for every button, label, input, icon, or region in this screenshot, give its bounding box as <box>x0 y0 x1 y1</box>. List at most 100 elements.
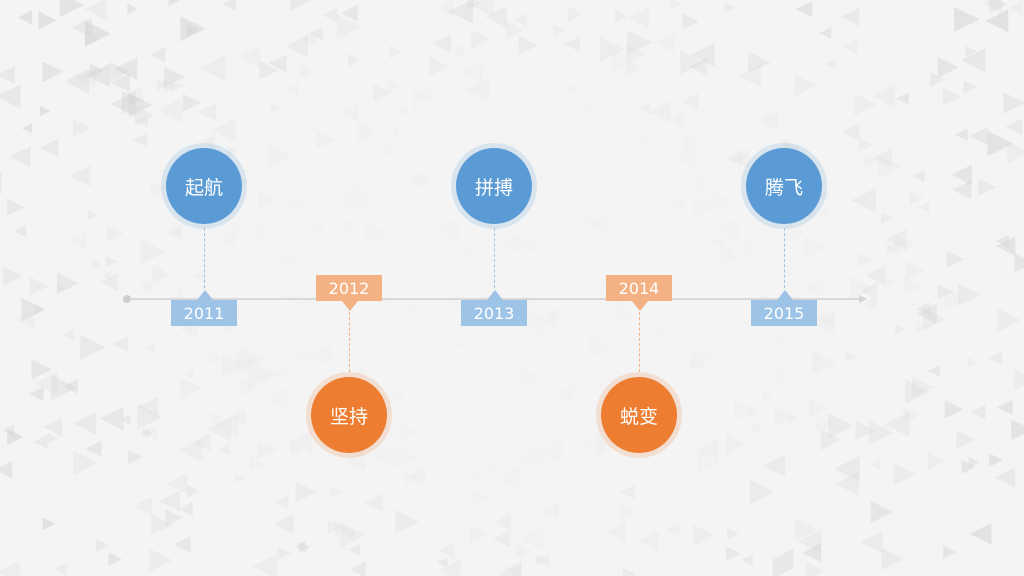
background-triangle <box>387 78 402 93</box>
background-triangle <box>596 431 622 457</box>
background-triangle <box>179 376 203 400</box>
background-triangle <box>140 239 166 265</box>
year-tag-pointer <box>777 290 793 300</box>
background-triangle <box>833 455 860 482</box>
background-triangle <box>132 132 147 148</box>
background-triangle <box>287 430 313 455</box>
background-triangle <box>191 268 207 284</box>
background-triangle <box>73 450 98 475</box>
background-triangle <box>39 105 51 117</box>
background-triangle <box>996 236 1016 256</box>
background-triangle <box>137 396 159 418</box>
background-triangle <box>471 29 491 50</box>
background-triangle <box>903 407 920 424</box>
background-triangle <box>368 211 379 222</box>
background-triangle <box>692 438 719 464</box>
background-triangle <box>192 433 211 452</box>
background-triangle <box>299 541 311 554</box>
milestone-title: 拼搏 <box>456 148 532 224</box>
background-triangle <box>811 311 835 335</box>
background-triangle <box>667 111 684 128</box>
background-triangle <box>626 44 646 64</box>
background-triangle <box>519 365 542 388</box>
background-triangle <box>416 86 435 105</box>
year-tag: 2014 <box>606 275 672 301</box>
background-triangle <box>336 13 362 40</box>
background-triangle <box>343 449 366 472</box>
milestone-connector <box>204 228 205 288</box>
background-triangle <box>267 143 293 169</box>
timeline-start-dot <box>123 295 131 303</box>
background-triangle <box>912 170 925 183</box>
background-triangle <box>489 352 514 377</box>
background-triangle <box>340 4 358 22</box>
background-triangle <box>431 34 451 53</box>
background-triangle <box>80 334 106 360</box>
year-tag-pointer <box>632 301 648 311</box>
background-triangle <box>29 386 44 402</box>
milestone-connector <box>349 312 350 372</box>
background-triangle <box>513 13 527 27</box>
background-triangle <box>681 92 699 110</box>
background-triangle <box>946 250 964 268</box>
milestone-title: 起航 <box>166 148 242 224</box>
background-triangle <box>178 288 190 300</box>
background-triangle <box>270 102 281 113</box>
background-triangle <box>343 528 355 540</box>
background-triangle <box>465 242 481 257</box>
background-triangle <box>904 277 923 296</box>
background-triangle <box>723 250 738 266</box>
background-triangle <box>149 548 173 572</box>
background-triangle <box>360 189 385 214</box>
background-triangle <box>369 444 393 467</box>
background-triangle <box>42 517 56 530</box>
background-triangle <box>605 521 626 542</box>
background-triangle <box>727 527 739 540</box>
background-triangle <box>168 0 180 7</box>
background-triangle <box>938 284 953 299</box>
background-triangle <box>249 456 266 472</box>
background-triangle <box>1008 1 1023 15</box>
background-triangle <box>274 495 289 509</box>
background-triangle <box>413 88 428 103</box>
background-triangle <box>99 406 124 431</box>
background-triangle <box>383 144 397 158</box>
background-triangle <box>670 0 684 11</box>
background-triangle <box>612 49 636 73</box>
background-triangle <box>395 509 420 534</box>
background-triangle <box>439 559 461 576</box>
background-triangle <box>53 562 68 576</box>
background-triangle <box>851 188 876 213</box>
background-triangle <box>242 346 265 369</box>
background-triangle <box>163 79 178 94</box>
background-triangle <box>0 461 13 479</box>
background-triangle <box>111 73 130 92</box>
background-triangle <box>775 548 794 567</box>
background-triangle <box>409 218 419 228</box>
background-triangle <box>588 213 610 235</box>
background-triangle <box>293 540 306 553</box>
background-triangle <box>1014 253 1024 273</box>
background-triangle <box>942 87 961 106</box>
background-triangle <box>840 7 860 27</box>
background-triangle <box>627 7 649 29</box>
background-triangle <box>466 0 482 11</box>
background-triangle <box>56 283 68 295</box>
background-triangle <box>560 258 581 279</box>
background-triangle <box>372 346 388 362</box>
background-triangle <box>180 16 206 42</box>
background-triangle <box>213 413 239 439</box>
background-triangle <box>995 234 1009 248</box>
background-triangle <box>729 148 750 169</box>
background-triangle <box>9 146 31 167</box>
background-triangle <box>34 371 58 395</box>
background-triangle <box>501 450 518 467</box>
background-triangle <box>208 349 224 365</box>
background-triangle <box>881 547 904 571</box>
background-triangle <box>841 122 860 141</box>
background-triangle <box>59 0 84 18</box>
background-triangle <box>969 126 988 146</box>
background-triangle <box>762 388 775 401</box>
background-triangle <box>17 10 32 25</box>
background-triangle <box>460 61 483 85</box>
